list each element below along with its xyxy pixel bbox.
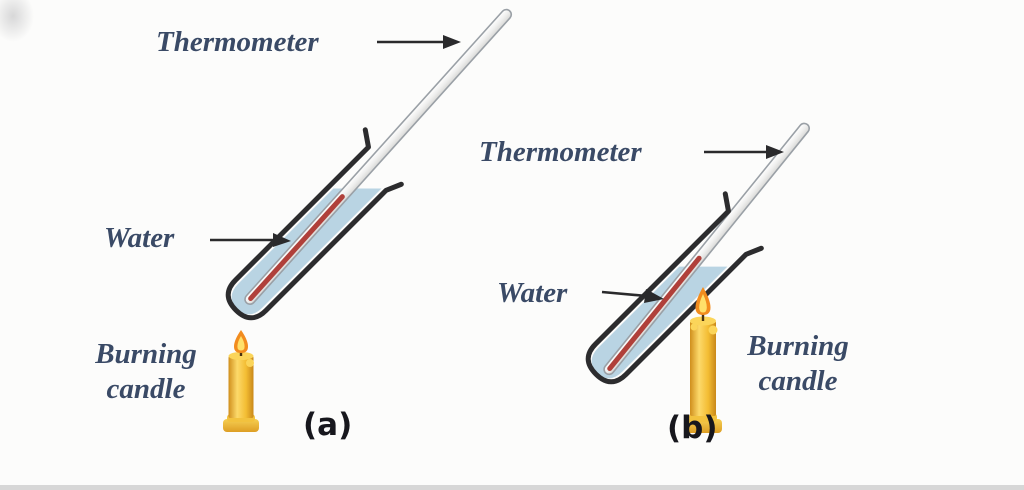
water-b-arrow-head <box>644 289 664 303</box>
thermometer-b <box>603 122 811 376</box>
candle-b <box>684 287 722 433</box>
candle-a-base <box>223 419 259 432</box>
page-edge-strip <box>0 485 1024 490</box>
candle-a <box>223 330 259 432</box>
water-a-arrow-head <box>273 233 291 247</box>
candle-b-wax-drip <box>708 325 718 335</box>
candle-a-body <box>228 356 254 418</box>
thermometer-a-arrow <box>377 35 461 49</box>
caption-a: (a) <box>303 407 353 443</box>
thermometer-a <box>244 8 513 306</box>
candle-b-wax-drip2 <box>690 323 698 331</box>
thermometer-label-a: Thermometer <box>156 26 319 58</box>
thermometer-a-arrow-head <box>443 35 461 49</box>
thermometer-a-mercury <box>248 194 345 301</box>
candle-b-flame-inner <box>699 294 707 313</box>
candle-b-body <box>690 321 716 416</box>
water-a-arrow <box>210 233 291 247</box>
candle-b-base <box>684 419 722 433</box>
water-b-arrow <box>601 289 664 303</box>
candle-a-wax-drip <box>246 359 254 367</box>
burning-candle-label-b: Burning candle <box>747 330 849 398</box>
thermometer-b-arrow <box>704 145 784 159</box>
test-tube-a-outline <box>225 127 404 321</box>
scan-smudge <box>0 0 34 42</box>
caption-b: (b) <box>667 410 718 446</box>
candle-a-flame-inner <box>237 336 245 351</box>
thermometer-b-mercury <box>607 255 702 372</box>
water-b-arrow-line <box>601 290 648 298</box>
water-label-a: Water <box>104 222 175 254</box>
test-tube-a <box>225 127 404 321</box>
water-label-b: Water <box>497 277 568 309</box>
test-tube-b-outline <box>585 191 764 385</box>
test-tube-b <box>585 191 764 385</box>
thermometer-label-b: Thermometer <box>479 136 642 168</box>
thermometer-b-arrow-head <box>766 145 784 159</box>
burning-candle-label-a: Burning candle <box>95 338 197 406</box>
